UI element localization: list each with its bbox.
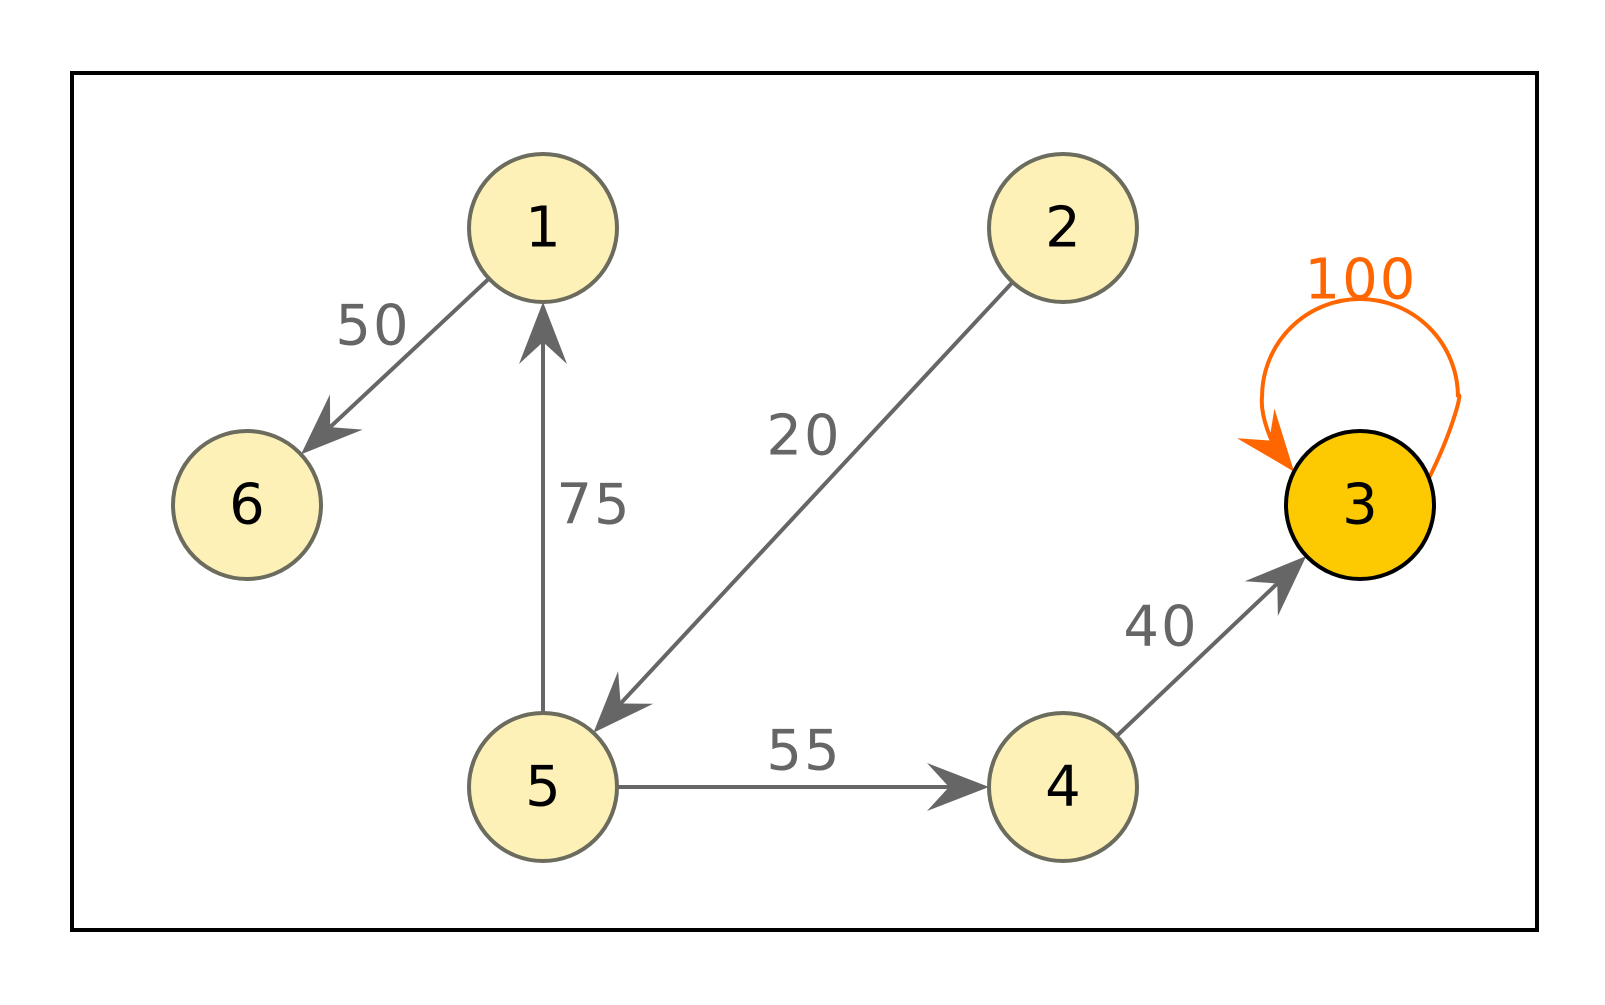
node-label: 4 xyxy=(1045,755,1081,820)
edges-layer xyxy=(301,277,1462,811)
node-6: 6 xyxy=(171,429,323,581)
edge-label-2-5: 20 xyxy=(766,404,841,469)
node-4: 4 xyxy=(987,711,1139,863)
edge-arrowhead xyxy=(927,763,989,811)
edge-arrowhead xyxy=(593,671,654,733)
node-label: 2 xyxy=(1045,196,1081,261)
node-3: 3 xyxy=(1284,429,1436,581)
edge-label-5-1: 75 xyxy=(556,473,631,538)
node-5: 5 xyxy=(467,711,619,863)
node-circle xyxy=(467,152,619,304)
node-circle xyxy=(1284,429,1436,581)
edge-label-1-6: 50 xyxy=(335,294,410,359)
edge-label-5-4: 55 xyxy=(766,719,841,784)
edge-line xyxy=(619,280,1015,705)
edge-arrowhead xyxy=(1237,408,1295,472)
node-circle xyxy=(987,711,1139,863)
edge-1-6 xyxy=(301,277,491,455)
edge-2-5 xyxy=(593,280,1015,733)
edge-label-4-3: 40 xyxy=(1123,595,1198,660)
edge-line xyxy=(328,277,491,429)
edge-arrowhead xyxy=(301,394,363,455)
edge-arrowhead xyxy=(1244,556,1307,616)
edge-label-3-3: 100 xyxy=(1305,248,1418,313)
edge-4-3 xyxy=(1115,556,1307,738)
node-2: 2 xyxy=(987,152,1139,304)
edge-arrowhead xyxy=(519,302,567,364)
node-circle xyxy=(987,152,1139,304)
diagram-frame xyxy=(70,71,1539,932)
node-1: 1 xyxy=(467,152,619,304)
node-label: 1 xyxy=(525,196,561,261)
edge-line xyxy=(1115,582,1279,738)
node-circle xyxy=(171,429,323,581)
node-label: 6 xyxy=(229,473,265,538)
node-label: 3 xyxy=(1342,473,1378,538)
edge-line xyxy=(1259,297,1462,480)
edge-5-1 xyxy=(519,302,567,713)
node-label: 5 xyxy=(525,755,561,820)
edge-3-3 xyxy=(1237,297,1462,480)
edge-5-4 xyxy=(617,763,989,811)
node-circle xyxy=(467,711,619,863)
nodes-layer: 1 2 3 4 5 6 xyxy=(171,152,1436,863)
edge-labels-layer: 50 20 75 55 40 100 xyxy=(335,248,1418,784)
